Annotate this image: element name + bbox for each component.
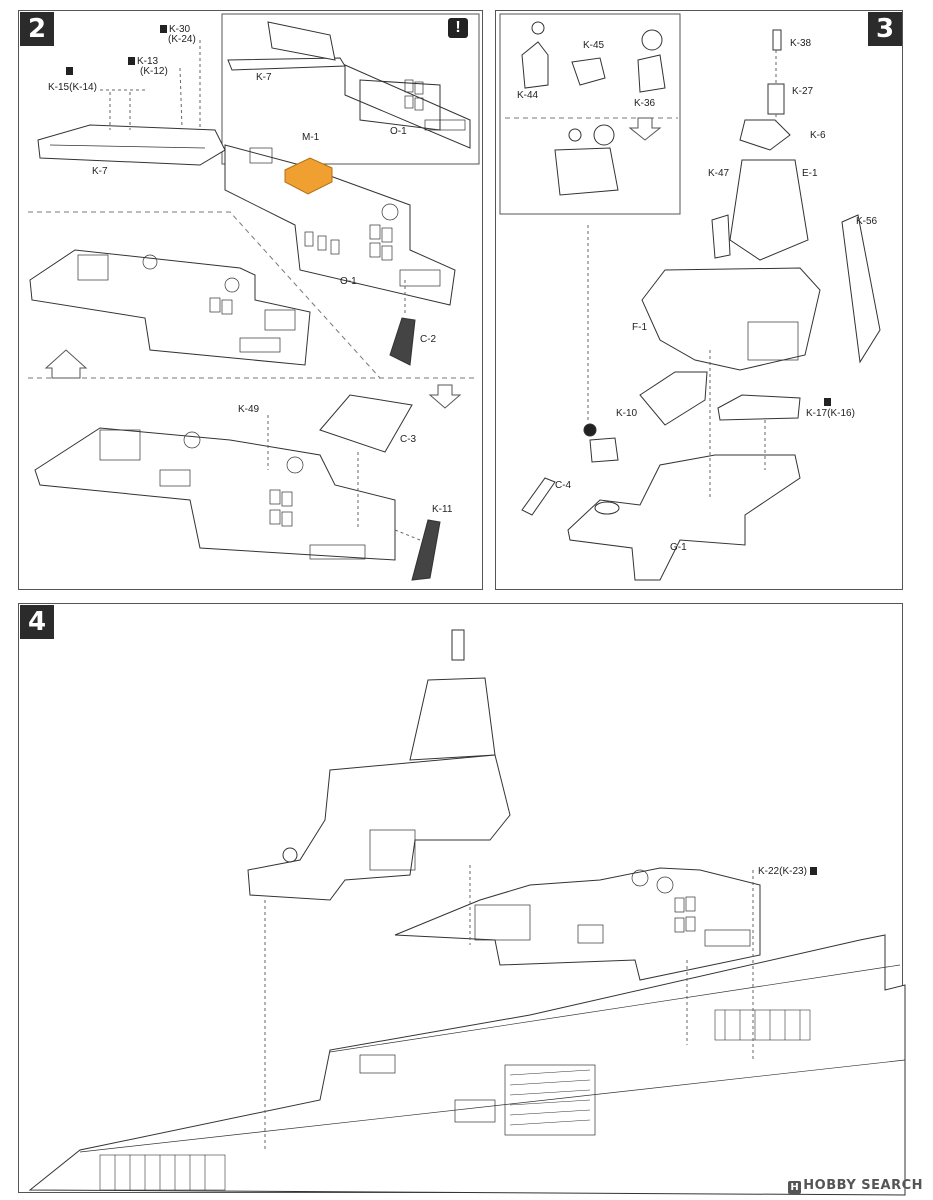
paint-marker-icon bbox=[809, 867, 817, 875]
paint-marker-icon bbox=[66, 67, 73, 75]
label-g1: G-1 bbox=[670, 542, 687, 553]
step-3-number: 3 bbox=[868, 12, 902, 46]
label-k11: K-11 bbox=[432, 504, 453, 515]
paint-marker-icon bbox=[160, 25, 167, 33]
label-k15-text: K-15(K-14) bbox=[48, 82, 97, 93]
label-c2: C-2 bbox=[420, 334, 437, 345]
step-4-number: 4 bbox=[20, 605, 54, 639]
label-e1: E-1 bbox=[802, 168, 818, 179]
label-k38: K-38 bbox=[790, 38, 812, 49]
label-k12: (K-12) bbox=[140, 66, 168, 77]
label-k49: K-49 bbox=[238, 404, 260, 415]
hobby-search-logo-icon: H bbox=[788, 1181, 802, 1194]
highlight-part-m1 bbox=[284, 157, 333, 195]
label-k56: K-56 bbox=[856, 216, 878, 227]
label-f1: F-1 bbox=[632, 322, 647, 333]
paint-marker-icon bbox=[128, 57, 135, 65]
caution-icon: ! bbox=[448, 18, 468, 38]
paint-marker-icon bbox=[824, 398, 831, 406]
label-k45: K-45 bbox=[583, 40, 605, 51]
label-k30: K-30 bbox=[160, 24, 190, 35]
label-c3: C-3 bbox=[400, 434, 417, 445]
label-k13: K-13 bbox=[128, 56, 158, 67]
label-k17: K-17(K-16) bbox=[806, 398, 855, 419]
label-k6: K-6 bbox=[810, 130, 826, 141]
label-k22: K-22(K-23) bbox=[758, 866, 819, 877]
label-k7-inset: K-7 bbox=[256, 72, 272, 83]
label-k44: K-44 bbox=[517, 90, 539, 101]
label-o1-main: O-1 bbox=[340, 276, 357, 287]
label-k7-main: K-7 bbox=[92, 166, 108, 177]
label-k36: K-36 bbox=[634, 98, 656, 109]
label-k27: K-27 bbox=[792, 86, 814, 97]
label-m1: M-1 bbox=[302, 132, 320, 143]
label-k47: K-47 bbox=[708, 168, 730, 179]
label-k24: (K-24) bbox=[168, 34, 196, 45]
label-k15 bbox=[48, 66, 75, 77]
step-2-inset bbox=[221, 13, 480, 165]
step-3-inset bbox=[499, 13, 681, 215]
label-k10: K-10 bbox=[616, 408, 638, 419]
label-o1-inset: O-1 bbox=[390, 126, 407, 137]
label-c4: C-4 bbox=[555, 480, 572, 491]
step-2-number: 2 bbox=[20, 12, 54, 46]
